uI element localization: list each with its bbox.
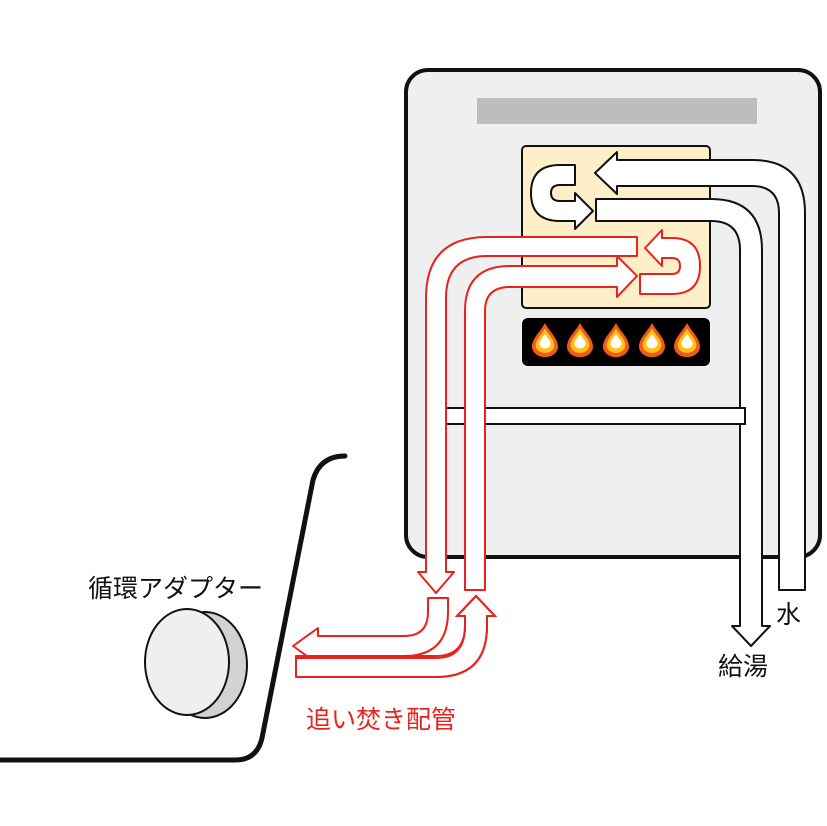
hot-water-outlet-pipe	[595, 198, 771, 647]
water-heater-casing	[404, 68, 822, 559]
flame-icon	[674, 323, 701, 358]
bathtub-wall	[0, 453, 348, 763]
circulation-adapter	[144, 608, 248, 719]
reheat-supply-pipe	[464, 255, 638, 591]
burner-flames	[532, 323, 701, 358]
bypass-frame-fill	[446, 409, 744, 423]
bath-supply-outline	[296, 594, 498, 678]
exchanger-reheat-loop	[639, 229, 701, 295]
display-bar	[477, 98, 757, 124]
exchanger-water-loop	[530, 164, 594, 230]
water-label: 水	[776, 600, 802, 629]
flame-icon	[532, 323, 558, 358]
reheat-return-pipe	[417, 236, 638, 594]
water-inlet-pipe	[594, 151, 806, 591]
bath-return-pipe	[292, 597, 449, 665]
reheat-pipe-label: 追い焚き配管	[306, 705, 457, 734]
adapter-label: 循環アダプター	[88, 574, 264, 603]
hot-water-label: 給湯	[718, 652, 769, 681]
bypass-frame-pipe	[445, 407, 746, 425]
flame-icon	[639, 323, 665, 358]
flame-icon	[567, 323, 593, 358]
flame-icon	[603, 323, 629, 358]
